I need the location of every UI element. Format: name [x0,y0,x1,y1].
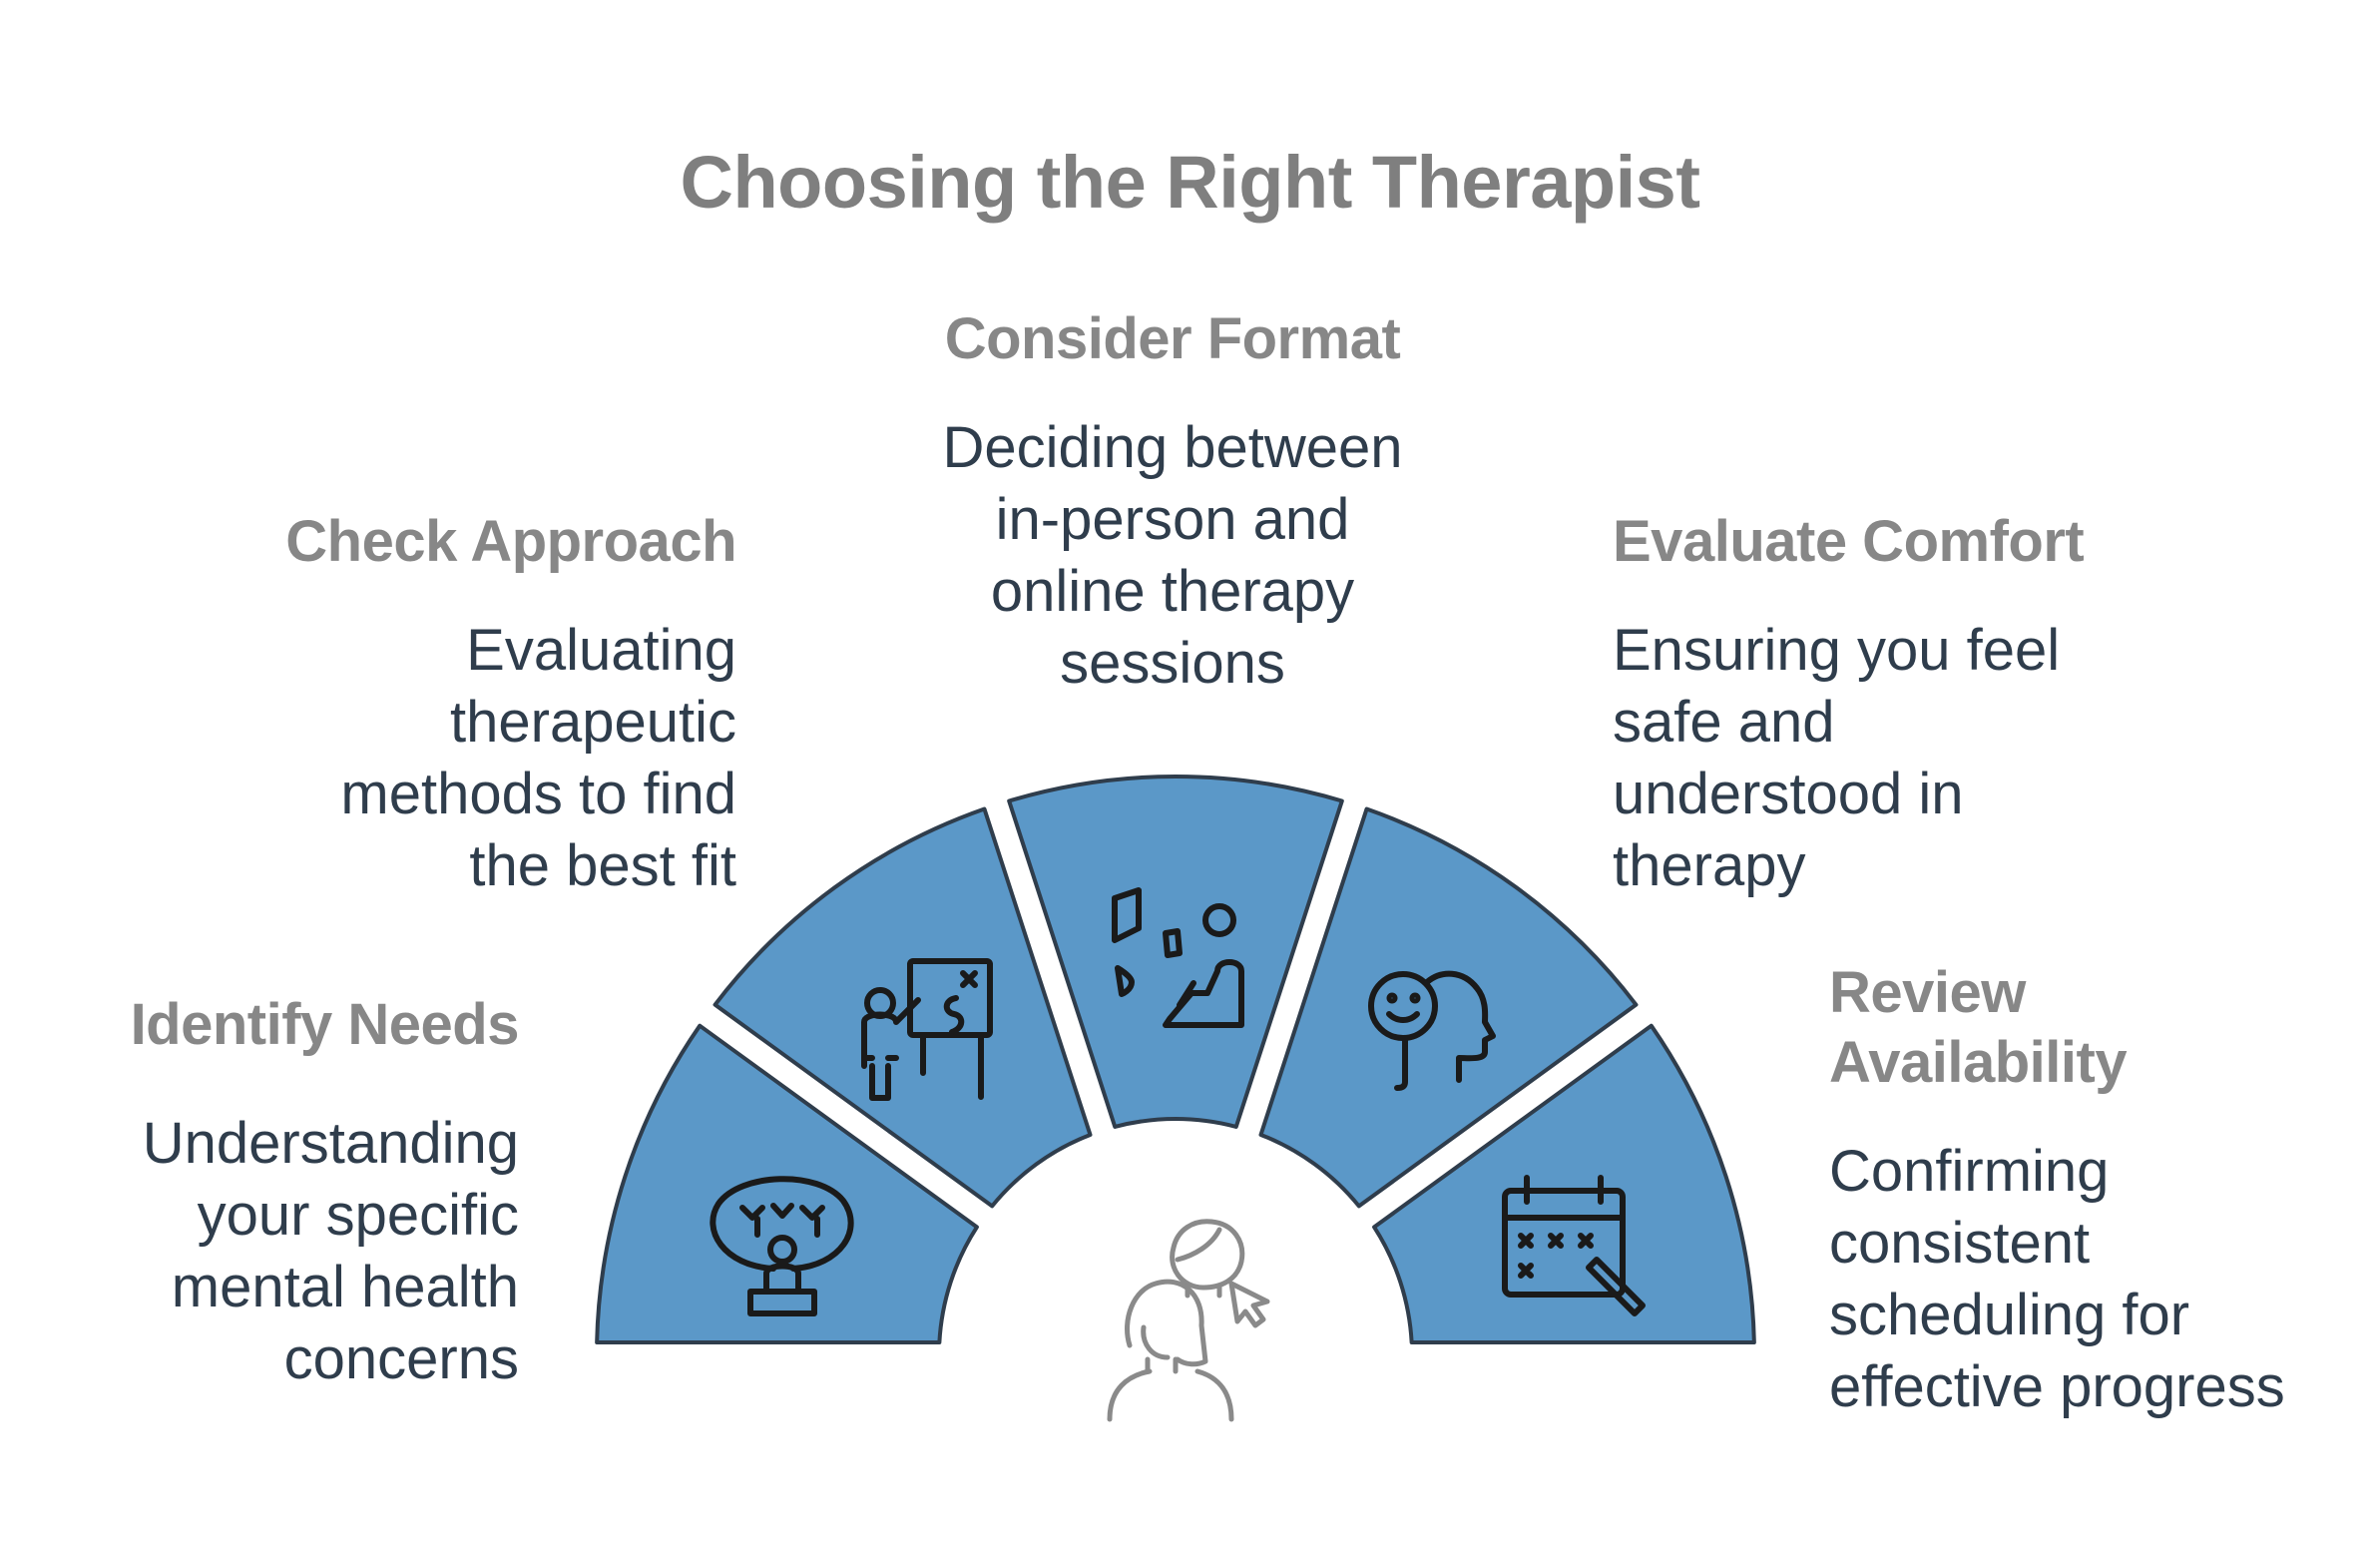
description-line: concerns [283,1326,519,1391]
description-line: the best fit [469,833,736,898]
step-heading: Evaluate Comfort [1613,509,2085,574]
description-line: sessions [1060,631,1285,696]
step-consider-format: Consider Format Deciding between in-pers… [888,304,1457,700]
step-heading: Consider Format [944,306,1401,371]
segment-icons [710,887,1646,1422]
step-description: Deciding between in-person and online th… [888,412,1457,700]
heading-line: Review [1829,960,2026,1025]
fan-segment-1 [595,1023,979,1345]
heading-line: Availability [1829,1030,2128,1095]
description-line: therapy [1613,833,1806,898]
description-line: Ensuring you feel [1613,618,2061,683]
smiling-head-icon [1368,970,1496,1091]
step-description: Confirming consistent scheduling for eff… [1829,1136,2348,1423]
step-check-approach: Check Approach Evaluating therapeutic me… [239,507,736,902]
step-heading: Review Availability [1829,958,2348,1098]
step-description: Understanding your specific mental healt… [60,1108,519,1395]
description-line: safe and [1613,690,1835,755]
description-line: in-person and [995,487,1350,552]
description-line: understood in [1613,762,1964,826]
therapy-session-icon [1112,887,1244,1028]
presentation-board-icon [861,958,993,1101]
therapist-and-client-icon [1107,1219,1270,1422]
step-heading: Identify Needs [130,992,520,1057]
description-line: Understanding [142,1111,519,1176]
description-line: Confirming [1829,1139,2110,1204]
calendar-schedule-icon [1502,1175,1646,1316]
fan-segment-5 [1372,1023,1756,1345]
step-review-availability: Review Availability Confirming consisten… [1829,958,2348,1423]
step-description: Ensuring you feel safe and understood in… [1613,615,2132,902]
page-title: Choosing the Right Therapist [680,141,1700,224]
step-evaluate-comfort: Evaluate Comfort Ensuring you feel safe … [1613,507,2132,902]
fan-segment-2 [713,806,1093,1209]
fan-segment-4 [1258,806,1639,1209]
step-heading: Check Approach [285,509,736,574]
meditation-icon [710,1176,854,1316]
description-line: mental health [171,1255,519,1319]
description-line: Deciding between [942,415,1403,480]
description-line: Evaluating [466,618,736,683]
step-identify-needs: Identify Needs Understanding your specif… [60,990,520,1395]
description-line: therapeutic [450,690,736,755]
description-line: effective progress [1829,1354,2285,1419]
description-line: scheduling for [1829,1283,2190,1347]
description-line: your specific [197,1183,519,1248]
description-line: methods to find [340,762,736,826]
description-line: consistent [1829,1211,2091,1276]
description-line: online therapy [990,559,1355,624]
fan-segments [595,775,1756,1345]
step-description: Evaluating therapeutic methods to find t… [239,615,736,902]
